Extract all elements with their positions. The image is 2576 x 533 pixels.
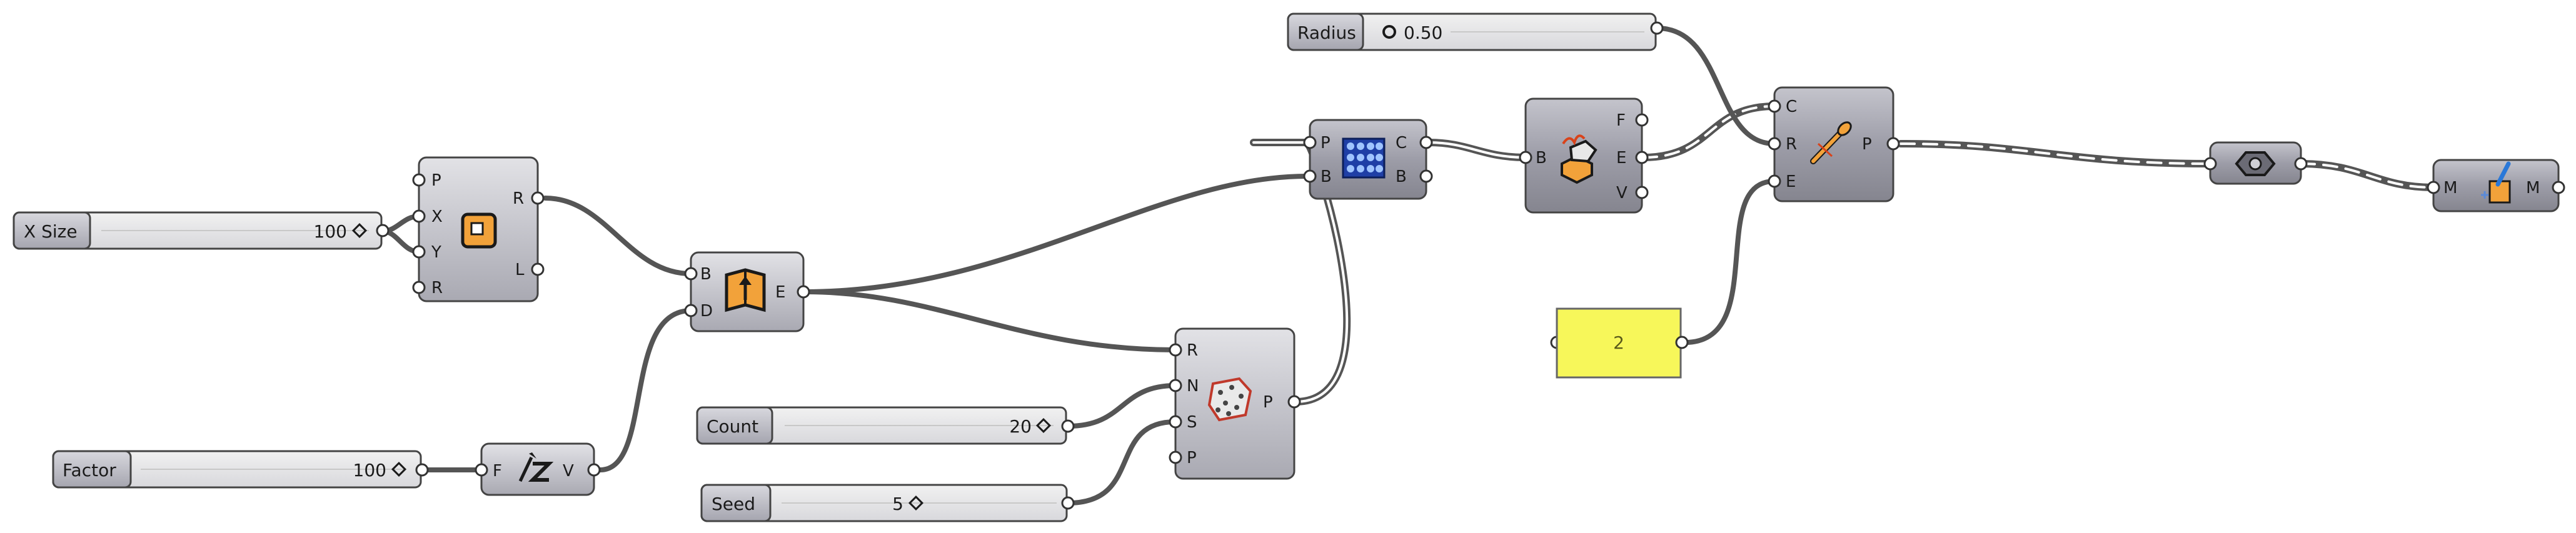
component-extrude[interactable]: B D E xyxy=(684,251,810,332)
input-p: P xyxy=(431,171,441,190)
output-e: E xyxy=(775,283,785,302)
slider-grip-icon[interactable] xyxy=(908,495,924,511)
wire-seed-populate[interactable] xyxy=(1065,419,1178,506)
wire-rect-boundary[interactable] xyxy=(543,196,693,276)
slider-name: Seed xyxy=(712,494,755,514)
slider-grip-icon[interactable] xyxy=(1382,25,1396,39)
input-c: C xyxy=(1786,97,1797,116)
slider-grip-icon[interactable] xyxy=(1035,417,1052,434)
input-b: B xyxy=(1321,167,1332,186)
slider-value: 0.50 xyxy=(1404,22,1442,43)
slider-grip-icon[interactable] xyxy=(391,461,407,477)
component-point-containment[interactable]: P B C B xyxy=(1303,119,1433,200)
extrude-icon xyxy=(725,268,766,312)
wire-radius-pipe[interactable] xyxy=(1654,26,1777,146)
output-r: R xyxy=(513,189,524,208)
slider-grip-icon[interactable] xyxy=(351,222,368,239)
input-r: R xyxy=(431,279,443,297)
panel-note[interactable]: 2 xyxy=(1550,307,1689,379)
component-deconstruct-brep[interactable]: B F E V xyxy=(1519,97,1649,214)
output-b: B xyxy=(1396,167,1407,186)
slider-seed[interactable]: Seed 5 xyxy=(700,484,1075,522)
input-b: B xyxy=(700,265,712,284)
slider-value: 20 xyxy=(1009,416,1032,437)
input-b: B xyxy=(1536,149,1547,167)
component-pipe[interactable]: C R E P xyxy=(1768,86,1900,202)
input-e: E xyxy=(1786,172,1796,191)
slider-name: X Size xyxy=(24,221,78,242)
input-f: F xyxy=(493,462,502,481)
pipe-icon xyxy=(1810,121,1852,164)
rectangle-icon xyxy=(461,212,497,249)
output-e: E xyxy=(1616,149,1626,167)
wire-multiply-boundary[interactable] xyxy=(598,308,693,472)
slider-value: 100 xyxy=(314,221,347,242)
wire-boundary-containment[interactable] xyxy=(803,174,1309,294)
output-v: V xyxy=(1616,184,1628,202)
cluster-hub-icon xyxy=(2235,151,2276,176)
input-p: P xyxy=(1321,134,1331,152)
input-m: M xyxy=(2443,179,2457,197)
component-custom-preview[interactable]: M M xyxy=(2427,159,2565,212)
slider-name: Radius xyxy=(1297,22,1356,43)
wire-panel-pipe[interactable] xyxy=(1683,179,1777,345)
input-r: R xyxy=(1786,135,1797,154)
output-p: P xyxy=(1862,135,1872,154)
output-f: F xyxy=(1616,111,1626,130)
slider-value: 5 xyxy=(892,494,903,514)
slider-factor[interactable]: Factor 100 xyxy=(52,450,429,489)
output-m: M xyxy=(2526,179,2540,197)
input-d: D xyxy=(700,302,713,321)
component-populate[interactable]: R N S P P xyxy=(1169,327,1301,480)
custom-preview-icon xyxy=(2481,161,2511,204)
slider-count[interactable]: Count 20 xyxy=(696,406,1075,445)
component-cluster-hub[interactable] xyxy=(2203,141,2308,185)
input-p: P xyxy=(1187,449,1197,467)
output-l: L xyxy=(515,261,525,279)
input-y: Y xyxy=(431,243,441,262)
slider-radius[interactable]: Radius 0.50 xyxy=(1287,12,1664,51)
slider-xsize[interactable]: X Size 100 xyxy=(13,211,390,250)
slider-name: Count xyxy=(707,416,758,437)
wire-boundary-populate[interactable] xyxy=(803,289,1178,352)
slider-value: 100 xyxy=(353,460,386,481)
component-rectangle[interactable]: P X Y R R L xyxy=(412,156,545,302)
slider-name: Factor xyxy=(63,460,116,481)
output-v: V xyxy=(563,462,574,481)
input-r: R xyxy=(1187,341,1198,360)
input-x: X xyxy=(431,207,443,226)
point-containment-icon xyxy=(1342,137,1386,179)
wire-pipe-hub[interactable] xyxy=(1897,140,2214,167)
component-unit-z[interactable]: F V xyxy=(475,442,601,496)
deconstruct-brep-icon xyxy=(1561,134,1597,184)
wire-count-populate[interactable] xyxy=(1065,383,1178,429)
output-p: P xyxy=(1263,393,1273,412)
input-s: S xyxy=(1187,413,1197,432)
populate-points-icon xyxy=(1207,377,1252,422)
input-n: N xyxy=(1187,377,1199,396)
panel-value: 2 xyxy=(1613,332,1624,353)
unit-z-icon xyxy=(518,452,554,482)
wires xyxy=(380,26,2437,506)
output-c: C xyxy=(1396,134,1407,152)
